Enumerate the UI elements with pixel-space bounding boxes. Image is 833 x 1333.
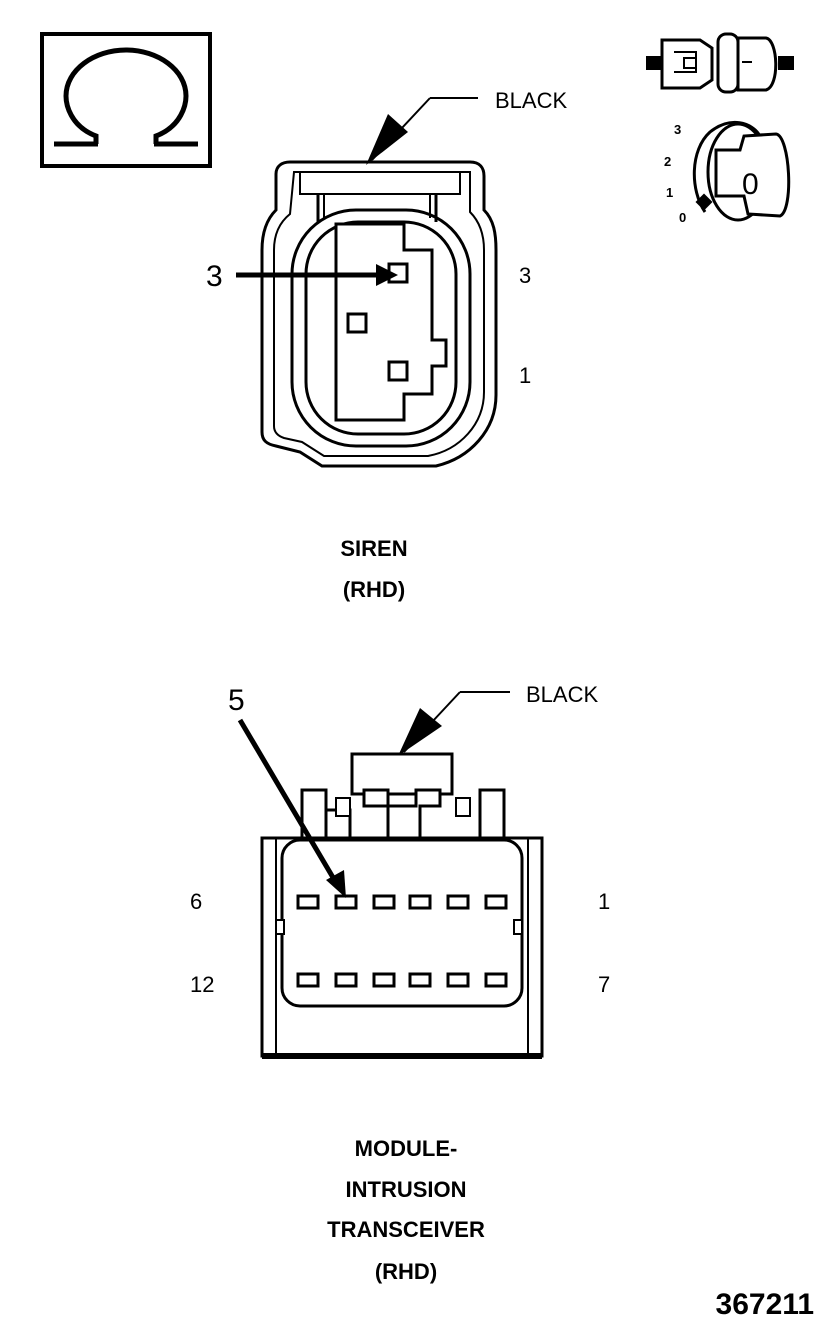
transceiver-cavity-5 — [334, 894, 358, 910]
key-position-0: 0 — [679, 210, 686, 225]
key-label: 0 — [742, 168, 759, 201]
siren-cavity-2 — [346, 312, 368, 334]
transceiver-cavity-8 — [446, 972, 470, 988]
transceiver-pin-label-12: 12 — [190, 972, 214, 997]
transceiver-pin-label-7: 7 — [598, 972, 610, 997]
transceiver-color-label: BLACK — [526, 682, 598, 707]
transceiver-cavity-4 — [372, 894, 396, 910]
transceiver-cavity-12 — [296, 972, 320, 988]
siren-cavity-1 — [387, 360, 409, 382]
transceiver-title-line-4: (RHD) — [375, 1259, 437, 1284]
transceiver-cavity-11 — [334, 972, 358, 988]
transceiver-cavity-1 — [484, 894, 508, 910]
transceiver-cavity-9 — [408, 972, 432, 988]
figure-number: 367211 — [716, 1288, 814, 1321]
transceiver-pin-label-6: 6 — [190, 889, 202, 914]
key-position-1: 1 — [666, 185, 673, 200]
transceiver-color-arrow — [398, 708, 442, 756]
siren-pin-label-3: 3 — [519, 263, 531, 288]
siren-connector: BLACK 3 3 1 — [206, 88, 567, 468]
key-position-2: 2 — [664, 154, 671, 169]
siren-color-arrow — [366, 114, 408, 165]
transceiver-connector: BLACK 5 — [190, 682, 610, 1059]
transceiver-cavity-6 — [296, 894, 320, 910]
siren-subtitle: (RHD) — [343, 577, 405, 602]
ignition-key-icon: 3 2 1 0 0 — [664, 120, 791, 225]
ohm-symbol-icon — [40, 32, 212, 168]
connector-halves-icon — [646, 32, 794, 94]
siren-callout-number: 3 — [206, 260, 223, 293]
transceiver-title-line-1: MODULE- — [355, 1136, 458, 1161]
transceiver-cavity-2 — [446, 894, 470, 910]
transceiver-title-line-3: TRANSCEIVER — [327, 1217, 485, 1242]
transceiver-title-line-2: INTRUSION — [346, 1177, 467, 1202]
transceiver-cavity-7 — [484, 972, 508, 988]
transceiver-cavity-10 — [372, 972, 396, 988]
siren-title: SIREN — [340, 536, 407, 561]
transceiver-pin-label-1: 1 — [598, 889, 610, 914]
transceiver-cavity-3 — [408, 894, 432, 910]
siren-color-label: BLACK — [495, 88, 567, 113]
siren-pin-label-1: 1 — [519, 363, 531, 388]
transceiver-callout-number: 5 — [228, 684, 245, 717]
key-position-3: 3 — [674, 122, 681, 137]
